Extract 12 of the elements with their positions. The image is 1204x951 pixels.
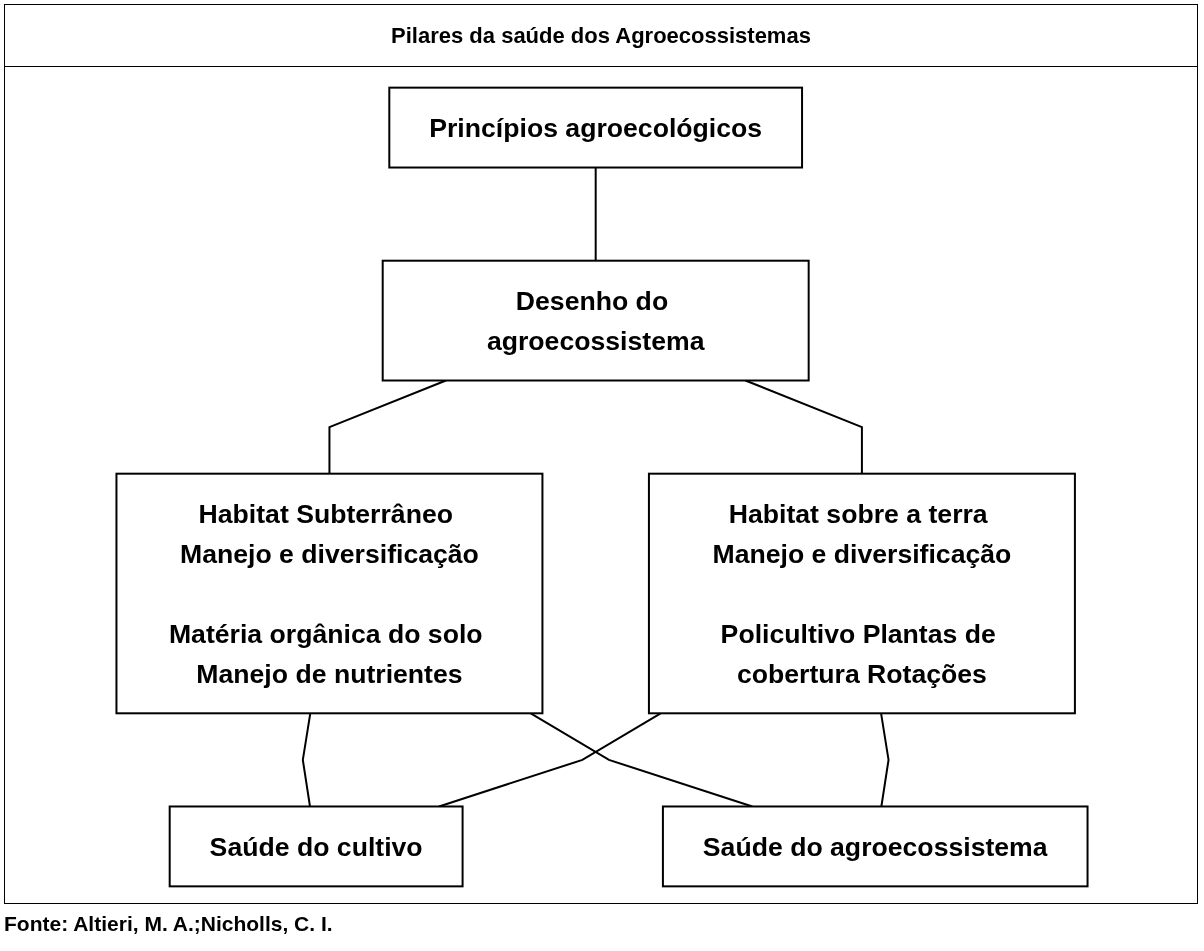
source-caption: Fonte: Altieri, M. A.;Nicholls, C. I. (4, 912, 333, 936)
node-box: Saúde do cultivo (168, 805, 464, 888)
connector (880, 712, 890, 808)
connector (301, 712, 312, 808)
node-box: Saúde do agroecossistema (661, 805, 1089, 888)
node-box: Princípios agroecológicos (388, 86, 804, 169)
node-box: Desenho do agroecossistema (381, 259, 810, 382)
connector (328, 379, 447, 475)
node-box: Habitat sobre a terra Manejo e diversificação Policultivo Plantas de cobertura Rotações (647, 472, 1076, 715)
node-box: Habitat Subterrâneo Manejo e diversificação Matéria orgânica do solo Manejo de nutrientes (115, 472, 544, 715)
connector (594, 166, 597, 262)
diagram-title: Pilares da saúde dos Agroecossistemas (5, 5, 1197, 67)
